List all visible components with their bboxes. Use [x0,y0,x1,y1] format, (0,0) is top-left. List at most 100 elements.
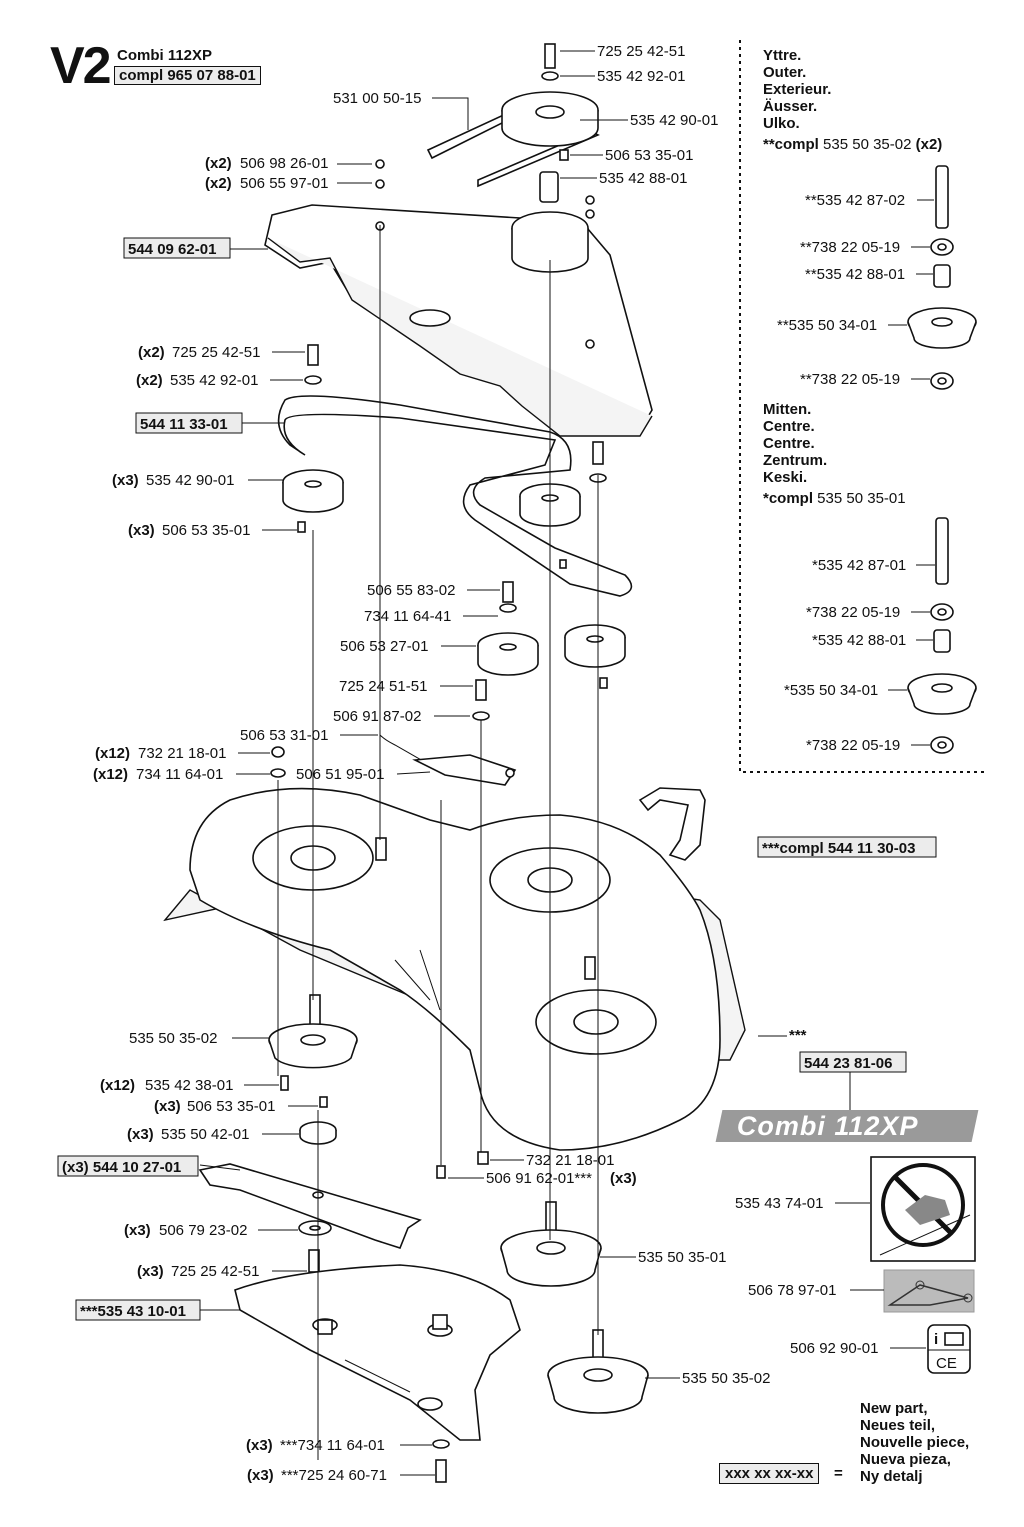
outer-heading-line: Yttre. [763,47,802,64]
part-label: 535 50 42-01 [161,1126,249,1143]
part-label: 725 25 42-51 [597,43,685,60]
part-qty: (x3) [112,472,139,489]
part-label: **535 50 34-01 [777,317,877,334]
outer-heading-line: Ulko. [763,115,800,132]
part-label: (x3) 544 10 27-01 [62,1159,181,1176]
part-labels: 725 25 42-51 535 42 92-01 531 00 50-15 5… [57,43,937,1484]
part-qty: (x3) [137,1263,164,1280]
model-name: Combi 112XP [117,47,213,64]
legend-equals: = [834,1465,843,1482]
part-label: 725 25 42-51 [172,344,260,361]
part-label: **738 22 05-19 [800,371,900,388]
part-label: *535 42 88-01 [812,632,906,649]
svg-text:i: i [934,1331,938,1348]
lower-spindles [500,1201,649,1414]
part-label: 535 43 74-01 [735,1195,823,1212]
outer-compl: **compl 535 50 35-02 (x2) [763,136,942,153]
part-label: *738 22 05-19 [806,604,900,621]
part-label: 506 55 97-01 [240,175,328,192]
part-label: 506 53 35-01 [187,1098,275,1115]
drive-belt [277,395,633,597]
page-code: V2 [50,37,112,95]
part-qty: (x3) [154,1098,181,1115]
new-part-legend: New part, Neues teil, Nouvelle piece, Nu… [860,1400,969,1485]
belt-cover [264,159,653,437]
part-label: 506 51 95-01 [296,766,384,783]
part-label: 506 53 35-01 [605,147,693,164]
part-label: 535 42 90-01 [630,112,718,129]
part-qty: (x3) [127,1126,154,1143]
part-label: 535 42 38-01 [145,1077,233,1094]
ce-decal: i CE [927,1324,971,1374]
outer-heading-line: Äusser. [763,98,818,115]
part-label: **535 42 88-01 [805,266,905,283]
centre-compl: *compl 535 50 35-01 [763,490,906,507]
centre-compl-prefix: *compl [763,490,814,507]
boxed-label-bg [757,836,937,858]
mower-deck [163,787,746,1151]
centre-heading-line: Centre. [763,435,815,452]
part-label: ***725 24 60-71 [281,1467,387,1484]
outer-heading-line: Outer. [763,64,807,81]
legend-new-part-box: xxx xx xx-xx [719,1463,820,1484]
part-label: *535 50 34-01 [784,682,878,699]
part-label: 734 11 64-41 [364,608,451,625]
part-label: *535 42 87-01 [812,557,906,574]
centre-compl-number: 535 50 35-01 [813,490,906,507]
part-label: 535 50 35-02 [129,1030,217,1047]
part-qty: (x2) [205,155,232,172]
legend-line: Nueva pieza, [860,1451,951,1468]
boxed-label-bg [799,1051,907,1073]
centre-heading-line: Zentrum. [763,452,828,469]
part-qty: (x3) [247,1467,274,1484]
part-label: 531 00 50-15 [333,90,421,107]
part-label: 506 92 90-01 [790,1340,878,1357]
part-label: 732 21 18-01 [526,1152,614,1169]
part-qty: (x2) [138,344,165,361]
part-qty: (x3) [124,1222,151,1239]
left-spindle-assembly [198,994,422,1273]
idler-pulleys [270,344,626,786]
outer-heading-line: Exterieur. [763,81,832,98]
part-label: 544 23 81-06 [804,1055,892,1072]
part-qty: (x12) [93,766,128,783]
part-label: 544 11 33-01 [140,416,228,433]
top-pulley-assembly [426,43,600,203]
svg-text:CE: CE [936,1355,957,1372]
part-label: 734 11 64-01 [136,766,223,783]
part-label: ***535 43 10-01 [80,1303,186,1320]
legend-line: Ny detalj [860,1468,923,1485]
legend-line: Neues teil, [860,1417,936,1434]
part-qty: (x3) [128,522,155,539]
part-label: 544 09 62-01 [128,241,216,258]
bottom-deflector-plate [234,1151,521,1483]
part-label: 725 24 51-51 [339,678,427,695]
outer-compl-qty: (x2) [915,136,943,153]
boxed-label-bg [123,237,231,259]
outer-compl-number: 535 50 35-02 [818,136,916,153]
outer-heading: Yttre. Outer. Exterieur. Äusser. Ulko. [763,47,831,132]
part-label: 535 42 92-01 [170,372,258,389]
part-label: 506 91 62-01*** [486,1170,592,1187]
part-label: **535 42 87-02 [805,192,905,209]
part-label: 732 21 18-01 [138,745,226,762]
centre-heading-line: Mitten. [763,401,812,418]
part-label: 535 50 35-01 [638,1249,726,1266]
part-label: 535 42 92-01 [597,68,685,85]
centre-spindle-parts [907,517,977,754]
part-label: 506 79 23-02 [159,1222,247,1239]
part-label: *738 22 05-19 [806,737,900,754]
part-label: 506 53 35-01 [162,522,250,539]
part-qty: (x2) [205,175,232,192]
centre-heading-line: Keski. [763,469,808,486]
boxed-label-bg [75,1299,201,1321]
part-label: 506 98 26-01 [240,155,328,172]
part-label: **738 22 05-19 [800,239,900,256]
outer-spindle-parts [907,165,977,390]
warning-decal [870,1156,976,1262]
part-label: 725 25 42-51 [171,1263,259,1280]
part-qty: (x2) [136,372,163,389]
part-qty: (x3) [246,1437,273,1454]
part-label: ***734 11 64-01 [280,1437,385,1454]
